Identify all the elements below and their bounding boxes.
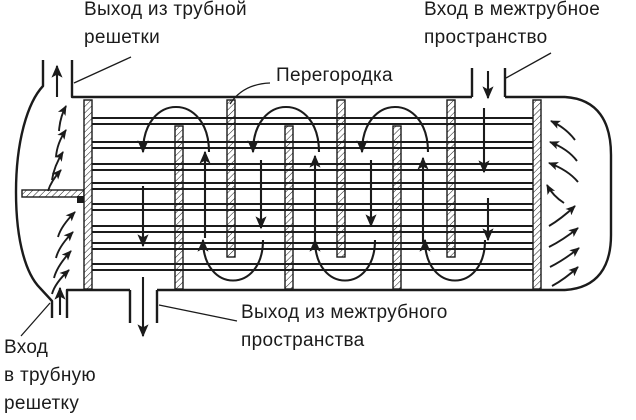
label-line: Перегородка bbox=[276, 65, 393, 86]
label-line: Вход в межтрубное bbox=[424, 0, 601, 20]
label-line: Вход bbox=[4, 337, 49, 358]
label-line: Выход из трубной bbox=[84, 0, 247, 20]
left-head-flow-arrow bbox=[55, 129, 67, 158]
leader-line-tube-inlet bbox=[20, 302, 51, 337]
pass-partition bbox=[21, 189, 88, 203]
right-head-flow-arrow bbox=[548, 162, 579, 183]
tube bbox=[92, 163, 533, 171]
baffle-top-1 bbox=[226, 99, 236, 258]
tube-sheet-right bbox=[532, 99, 542, 290]
left-head-flow-arrow bbox=[55, 231, 74, 259]
label-line: пространства bbox=[241, 330, 365, 351]
flow-arc-under-baffle bbox=[197, 238, 265, 282]
label-line: пространство bbox=[424, 27, 548, 48]
flow-arc-under-baffle bbox=[419, 238, 487, 282]
right-head-outline bbox=[564, 95, 613, 292]
label-line: в трубную bbox=[4, 365, 96, 386]
tube bbox=[92, 141, 533, 149]
flow-arc-under-baffle bbox=[309, 238, 377, 282]
shell-outlet-nozzle bbox=[128, 290, 159, 323]
label-line: Выход из межтрубного bbox=[241, 302, 448, 323]
label-shell-outlet: Выход из межтрубного пространства bbox=[241, 299, 448, 355]
baffle-top-2 bbox=[336, 99, 346, 258]
leader-line-shell-inlet bbox=[505, 52, 552, 79]
tube bbox=[92, 182, 533, 190]
left-head-flow-arrow bbox=[51, 269, 70, 295]
tube-inlet-nozzle-wall bbox=[65, 288, 130, 318]
pass-partition-plate bbox=[21, 189, 85, 198]
label-line: решетки bbox=[84, 27, 161, 48]
right-head-flow-arrow bbox=[550, 120, 576, 141]
leader-line-shell-outlet bbox=[158, 304, 238, 322]
left-head-flow-arrow bbox=[47, 169, 62, 192]
tube bbox=[92, 203, 533, 211]
tube bbox=[92, 225, 533, 233]
label-tube-outlet: Выход из трубной решетки bbox=[84, 0, 247, 52]
tube bbox=[92, 242, 533, 250]
left-head-flow-arrow bbox=[53, 250, 72, 279]
right-head-flow-arrow bbox=[548, 205, 576, 227]
leader-line-baffle bbox=[229, 82, 271, 105]
right-head-flow-arrow bbox=[548, 227, 579, 248]
label-shell-inlet: Вход в межтрубное пространство bbox=[424, 0, 600, 52]
label-baffle: Перегородка bbox=[276, 62, 393, 90]
label-tube-inlet: Вход в трубную решетку bbox=[4, 334, 96, 418]
right-head-flow-arrow bbox=[546, 184, 565, 204]
shell-outline bbox=[14, 60, 613, 323]
left-head-flow-arrow bbox=[51, 151, 64, 181]
tube-flow-arrows bbox=[47, 64, 580, 315]
flow-arc-over-baffle bbox=[247, 105, 321, 154]
tube-sheet-left bbox=[83, 99, 93, 290]
label-line: решетку bbox=[4, 393, 80, 414]
leader-line-tube-outlet bbox=[73, 56, 132, 84]
left-head-flow-arrow bbox=[57, 105, 67, 132]
shell-flow-arrows bbox=[137, 71, 494, 338]
pass-partition-joint bbox=[77, 196, 88, 203]
tube bbox=[92, 263, 533, 271]
flow-arc-over-baffle bbox=[356, 105, 430, 154]
shell-inlet-nozzle bbox=[470, 68, 507, 97]
right-head-flow-arrow bbox=[551, 266, 579, 287]
left-head-outline bbox=[14, 60, 54, 318]
leader-lines bbox=[20, 52, 552, 337]
right-head-flow-arrow bbox=[549, 141, 578, 162]
tube-bundle bbox=[92, 117, 533, 271]
baffle-top-3 bbox=[446, 99, 456, 258]
left-head-flow-arrow bbox=[57, 211, 76, 238]
shell-top-line bbox=[70, 60, 472, 99]
right-head-flow-arrow bbox=[549, 247, 580, 268]
flow-arc-over-baffle bbox=[137, 105, 211, 154]
